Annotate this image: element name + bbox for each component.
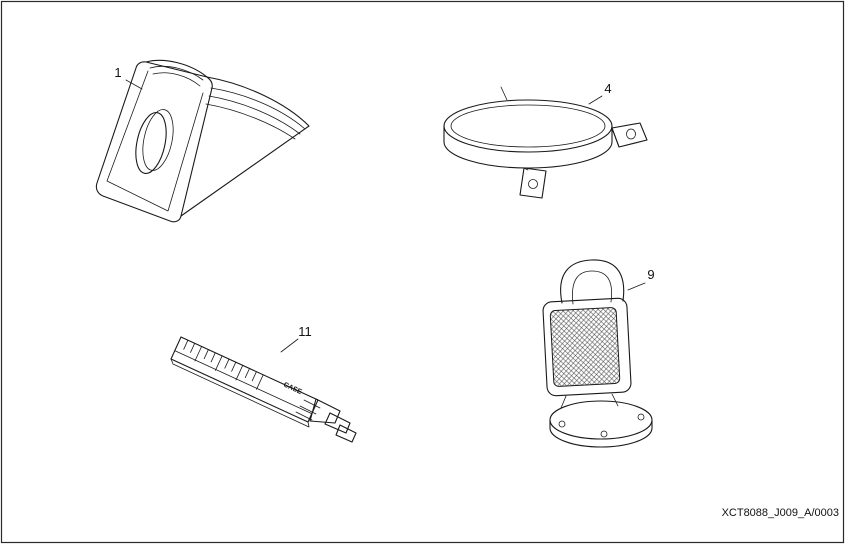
leader-line-4 <box>588 95 603 105</box>
leader-line-11 <box>280 338 299 353</box>
part-label-1: 1 <box>114 65 121 80</box>
reference-code: XCT8088_J009_A/0003 <box>722 507 839 519</box>
part-label-4: 4 <box>604 81 611 96</box>
leader-line-9 <box>627 282 646 291</box>
wheel-chock-drawing <box>95 59 310 223</box>
part-label-9: 9 <box>647 267 654 282</box>
beacon-lamp-drawing <box>542 259 653 448</box>
leader-line-1 <box>125 79 143 90</box>
measuring-gauge-drawing: CASE <box>170 336 357 443</box>
part-label-11: 11 <box>298 324 312 339</box>
gauge-brand-text: CASE <box>282 381 303 396</box>
clamp-band-drawing <box>443 86 648 199</box>
